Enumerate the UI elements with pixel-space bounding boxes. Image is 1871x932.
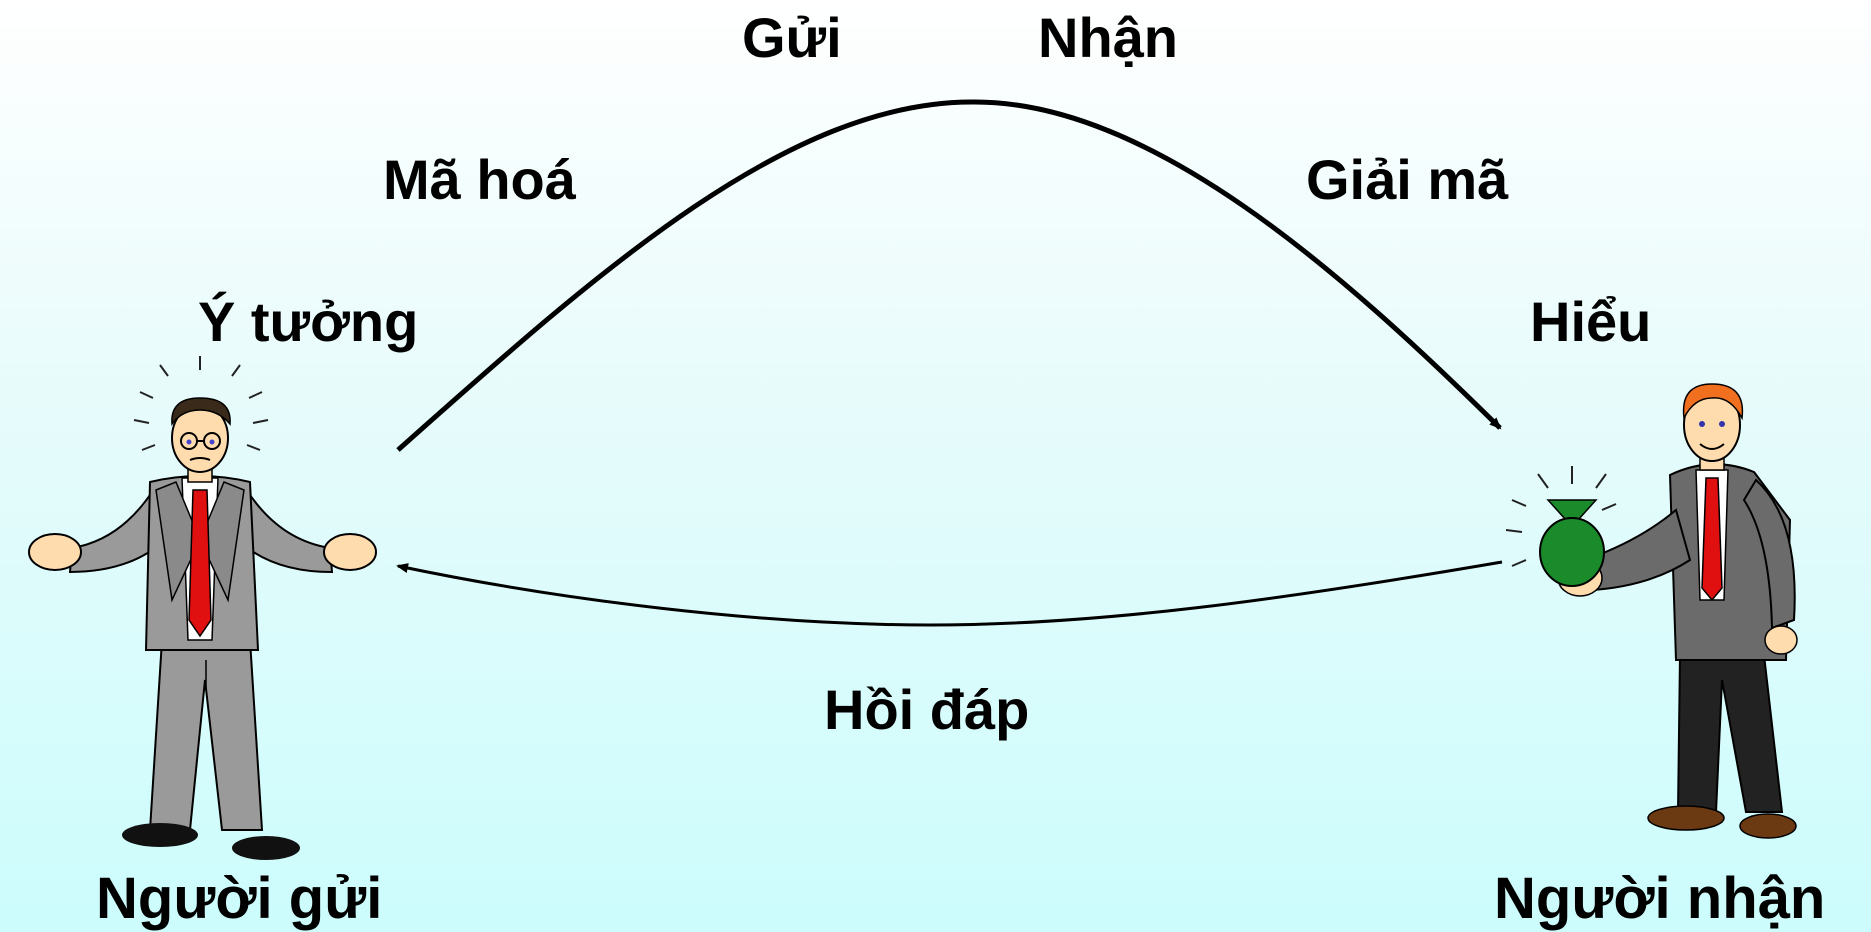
understand-label: Hiểu [1530, 290, 1652, 353]
sender-figure [28, 356, 377, 860]
receive-label: Nhận [1038, 6, 1178, 69]
receiver-label: Người nhận [1494, 866, 1826, 931]
send-arc-arrow [396, 99, 1502, 452]
money-bag-icon [1505, 466, 1617, 587]
sender-label: Người gửi [96, 866, 383, 931]
stress-lines [133, 356, 269, 451]
feedback-arrow [396, 560, 1503, 627]
encode-label: Mã hoá [383, 148, 576, 211]
send-label: Gửi [742, 6, 842, 69]
idea-label: Ý tưởng [198, 290, 419, 353]
feedback-label: Hồi đáp [824, 678, 1030, 741]
decode-label: Giải mã [1306, 148, 1509, 211]
receiver-figure [1557, 383, 1798, 839]
